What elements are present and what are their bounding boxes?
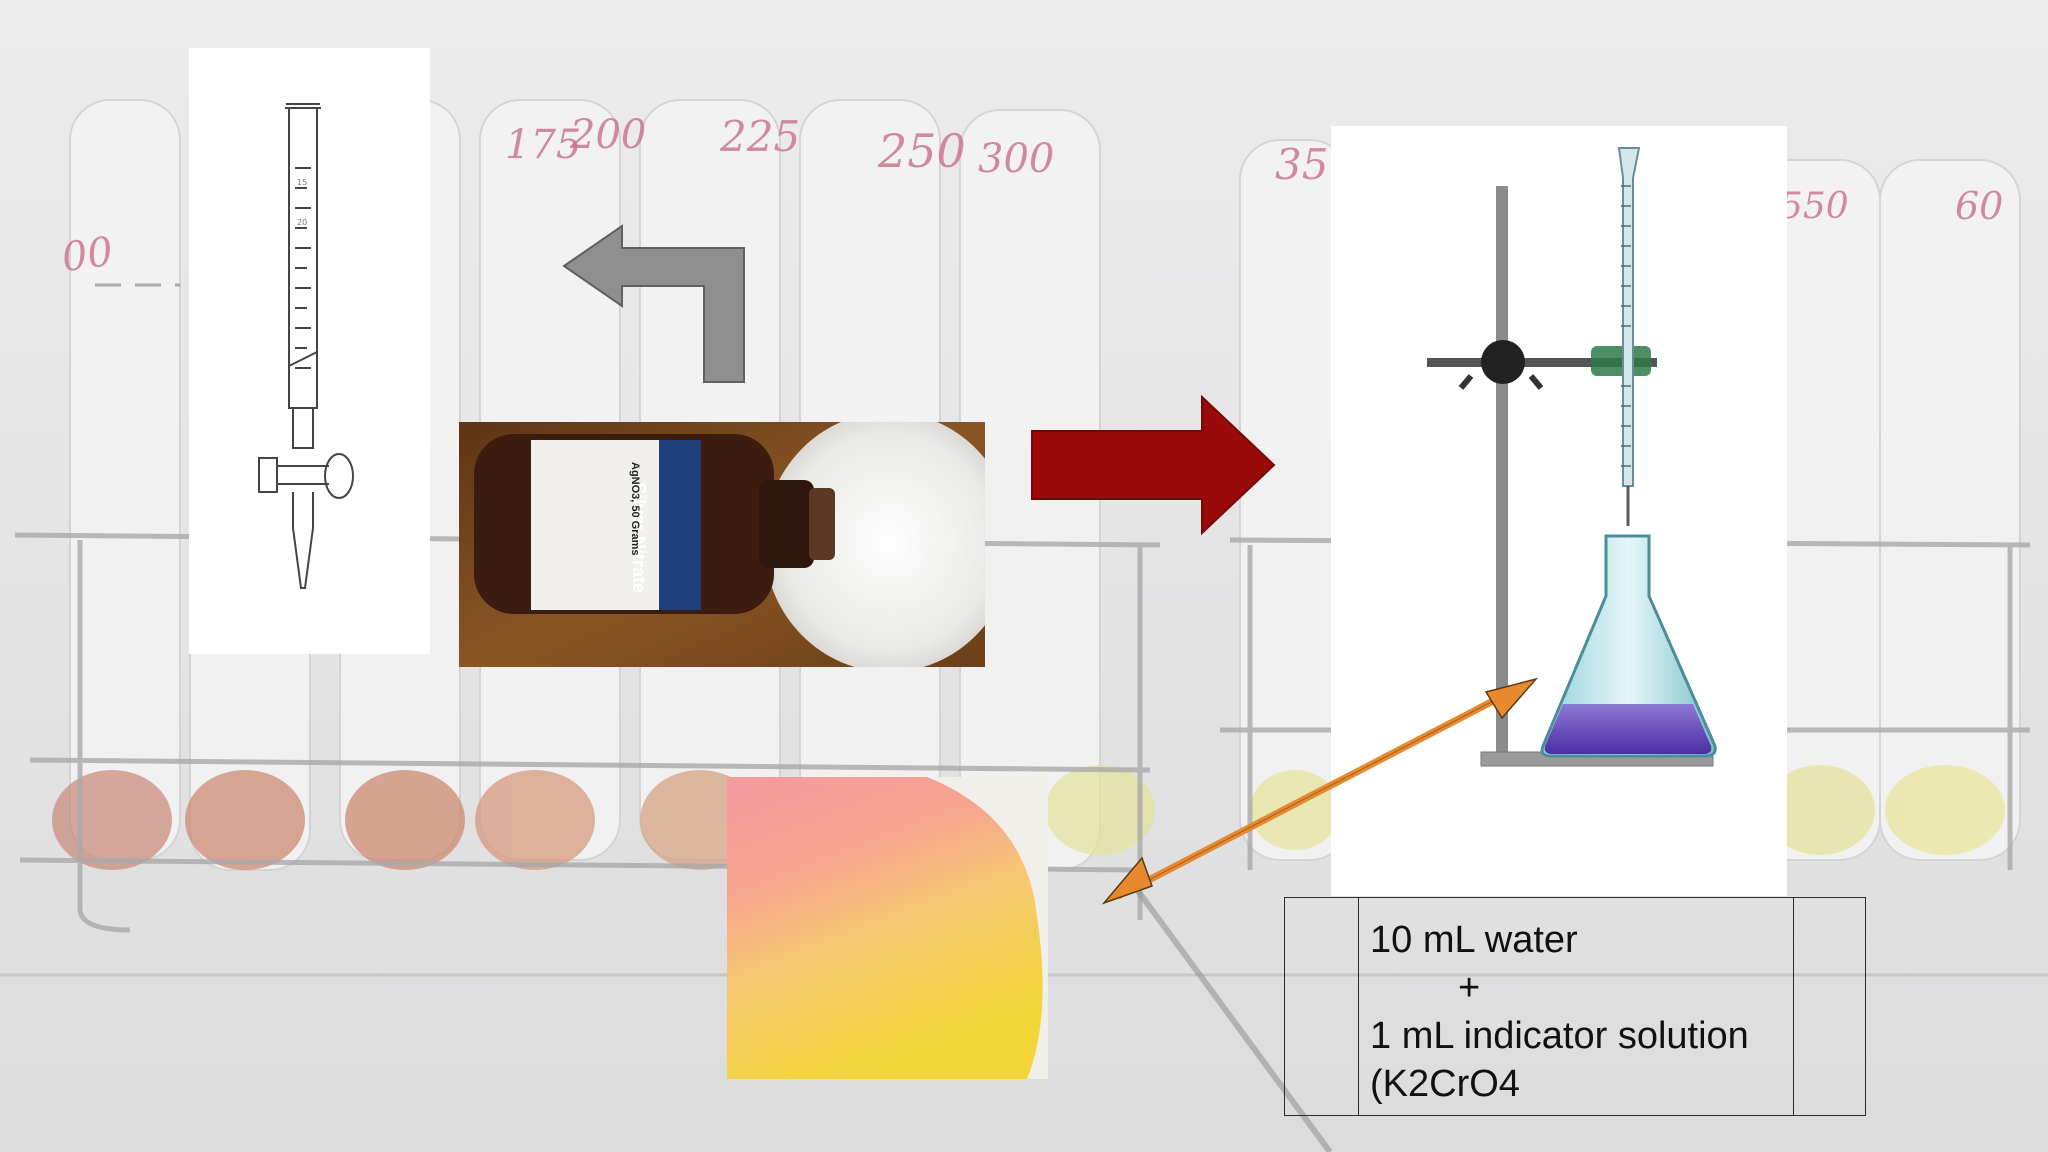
titration-setup-image: [1331, 126, 1787, 896]
burette-drawing: 15 20: [258, 103, 354, 589]
color-change-photo: [727, 777, 1048, 1079]
table-divider: [1793, 898, 1794, 1115]
tube-label: 250: [878, 124, 966, 178]
svg-text:20: 20: [297, 218, 307, 227]
silver-nitrate-photo: Silver Nitrate AgNO3, 50 Grams: [459, 422, 985, 667]
table-divider: [1358, 898, 1359, 1115]
color-change-gradient: [727, 777, 1048, 1079]
burette-image: 15 20: [189, 48, 430, 654]
note-table: [1284, 897, 1866, 1116]
tube-label: 200: [570, 112, 647, 158]
bottle-label-formula: AgNO3, 50 Grams: [629, 462, 641, 556]
note-line-plus: +: [1458, 967, 1481, 1009]
bottle-drawing: [459, 422, 985, 667]
note-line-indicator: 1 mL indicator solution: [1370, 1015, 1749, 1057]
tube-label: 00: [59, 228, 116, 282]
titration-drawing: [1427, 147, 1717, 767]
svg-text:15: 15: [297, 178, 307, 187]
tube-label: 35: [1275, 140, 1329, 189]
gray-bent-arrow: [562, 224, 745, 383]
tube-label: 225: [720, 112, 801, 161]
note-line-chemical: (K2CrO4: [1370, 1063, 1520, 1105]
note-line-water: 10 mL water: [1370, 919, 1578, 961]
red-right-arrow: [1031, 395, 1276, 535]
note-text: 10 mL water +1 mL indicator solution (K2Cr…: [1370, 916, 1749, 1108]
tube-label: 60: [1955, 184, 2004, 228]
tube-label: 300: [978, 136, 1055, 182]
tube-label: 175: [505, 122, 582, 168]
orange-double-arrow: [1101, 677, 1539, 905]
tube-label: 550: [1780, 186, 1849, 227]
